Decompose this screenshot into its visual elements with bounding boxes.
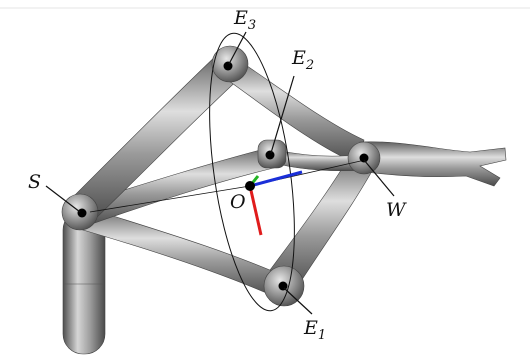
joint-dot-e2: [265, 150, 275, 160]
label-s: S: [28, 171, 41, 193]
link-s-e1: [75, 205, 285, 299]
joint-dot-o: [245, 181, 255, 191]
joint-dot-w: [359, 153, 369, 163]
leader-e2: [270, 75, 295, 154]
axis-z: [248, 185, 263, 236]
label-w: W: [386, 199, 407, 221]
forearm-hand: [359, 141, 507, 187]
construction-line-left: [89, 185, 251, 213]
label-o: O: [230, 191, 246, 213]
label-e3: E3: [233, 7, 256, 33]
leader-s: [45, 185, 81, 213]
joint-dot-e3: [223, 61, 233, 71]
rotation-ellipse: [209, 32, 295, 312]
leader-e1: [283, 287, 313, 315]
label-e2: E2: [291, 47, 314, 73]
leader-e3: [228, 31, 247, 65]
joint-dot-e1: [278, 281, 288, 291]
joint-dot-s: [77, 208, 87, 218]
leader-w: [363, 159, 395, 197]
label-e1: E1: [303, 317, 326, 343]
axis-x: [249, 170, 303, 188]
